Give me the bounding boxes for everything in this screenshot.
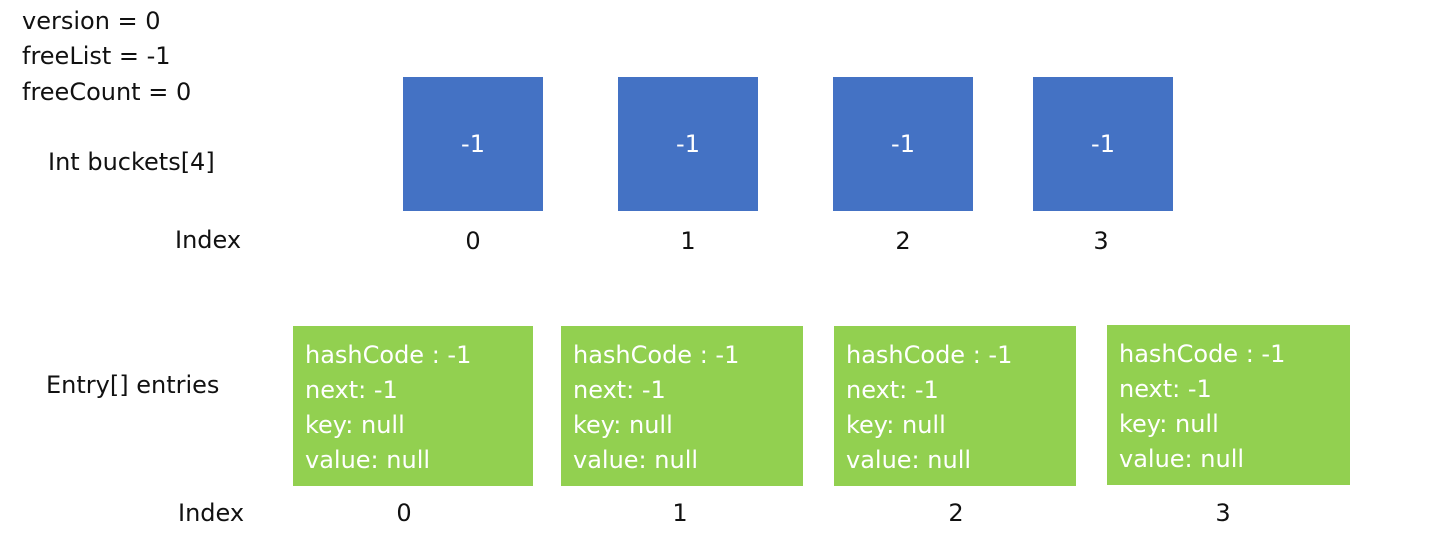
bucket-cell-3: -1 (1033, 77, 1173, 211)
entry-index-0: 0 (396, 499, 412, 527)
version-text: version = 0 (22, 7, 161, 35)
entry-hashcode: hashCode : -1 (573, 341, 740, 369)
entry-key: key: null (846, 411, 946, 439)
entry-hashcode: hashCode : -1 (846, 341, 1013, 369)
bucket-index-0: 0 (465, 227, 481, 255)
entry-value: value: null (846, 446, 972, 474)
entry-next: next: -1 (1119, 375, 1212, 403)
entry-index-1: 1 (672, 499, 688, 527)
entry-next: next: -1 (573, 376, 666, 404)
entry-value: value: null (1119, 445, 1245, 473)
bucket-index-2: 2 (895, 227, 911, 255)
bucket-cell-2: -1 (833, 77, 973, 211)
bucket-cell-1: -1 (618, 77, 758, 211)
entry-cell-1: hashCode : -1 next: -1 key: null value: … (561, 326, 803, 486)
bucket-index-1: 1 (680, 227, 696, 255)
entry-value: value: null (305, 446, 431, 474)
buckets-label: Int buckets[4] (48, 148, 215, 176)
entry-hashcode: hashCode : -1 (1119, 340, 1286, 368)
entry-value: value: null (573, 446, 699, 474)
entry-cell-0: hashCode : -1 next: -1 key: null value: … (293, 326, 533, 486)
entry-key: key: null (573, 411, 673, 439)
entry-cell-2: hashCode : -1 next: -1 key: null value: … (834, 326, 1076, 486)
bucket-cell-0: -1 (403, 77, 543, 211)
entry-key: key: null (1119, 410, 1219, 438)
entry-index-2: 2 (948, 499, 964, 527)
entries-index-label: Index (178, 499, 245, 527)
entry-key: key: null (305, 411, 405, 439)
freecount-text: freeCount = 0 (22, 78, 192, 106)
entries-label: Entry[] entries (46, 371, 220, 399)
entry-index-3: 3 (1215, 499, 1231, 527)
bucket-index-3: 3 (1093, 227, 1109, 255)
entry-next: next: -1 (846, 376, 939, 404)
buckets-index-label: Index (175, 226, 242, 254)
entry-cell-3: hashCode : -1 next: -1 key: null value: … (1107, 325, 1350, 485)
freelist-text: freeList = -1 (22, 42, 171, 70)
entry-next: next: -1 (305, 376, 398, 404)
entry-hashcode: hashCode : -1 (305, 341, 472, 369)
